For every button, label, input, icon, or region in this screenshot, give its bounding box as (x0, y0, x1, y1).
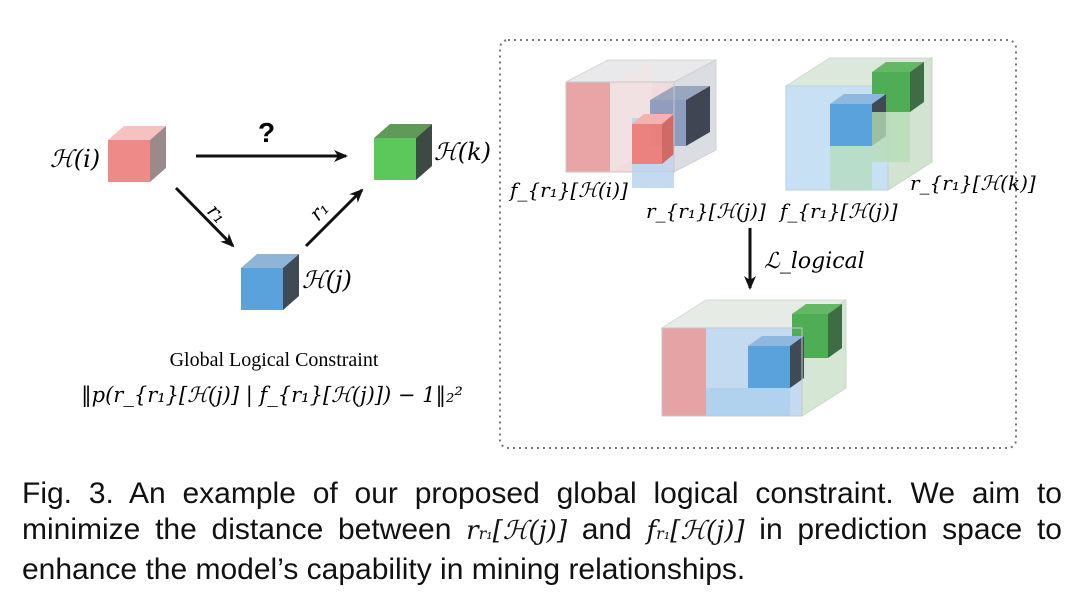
label-f-hj-top: f_{r₁}[ℋ(j)] (778, 199, 898, 223)
dotted-panel (499, 39, 1017, 449)
label-r-hj-top: r_{r₁}[ℋ(j)] (646, 199, 766, 223)
box-bottom (660, 299, 848, 417)
cube-hk (374, 124, 432, 180)
caption-part3: in prediction space to enhance the model… (22, 513, 1062, 586)
figure-caption: Fig. 3. An example of our proposed globa… (22, 476, 1062, 588)
cube-hi (108, 126, 166, 182)
arrow-i-to-j (174, 186, 235, 248)
arrow-j-to-k (304, 188, 364, 248)
label-question: ? (258, 117, 275, 148)
label-r-hk: r_{r₁}[ℋ(k)] (910, 171, 1036, 195)
figure-diagram: ℋ(i) ℋ(k) ℋ(j) ? r₁ r₁ Global Logical Co… (50, 39, 1036, 449)
label-hi: ℋ(i) (50, 145, 100, 173)
caption-math-f: fr₁[ℋ(j)] (646, 516, 745, 546)
constraint-title: Global Logical Constraint (170, 349, 379, 371)
label-hj: ℋ(j) (302, 266, 352, 294)
box-top-left (565, 59, 717, 188)
caption-part2: and (581, 513, 632, 546)
label-edge-r1-left: r₁ (202, 199, 231, 228)
constraint-formula: ‖p(r_{r₁}[ℋ(j)] | f_{r₁}[ℋ(j)]) − 1‖₂² (81, 383, 463, 408)
label-f-hi: f_{r₁}[ℋ(i)] (508, 178, 628, 202)
box-top-right (784, 57, 934, 191)
label-loss: ℒ_logical (764, 249, 865, 274)
caption-math-r: rr₁[ℋ(j)] (466, 516, 567, 546)
label-hk: ℋ(k) (434, 138, 491, 166)
caption-part1: Fig. 3. An example of our proposed globa… (22, 477, 1062, 546)
cube-hj (241, 254, 299, 310)
